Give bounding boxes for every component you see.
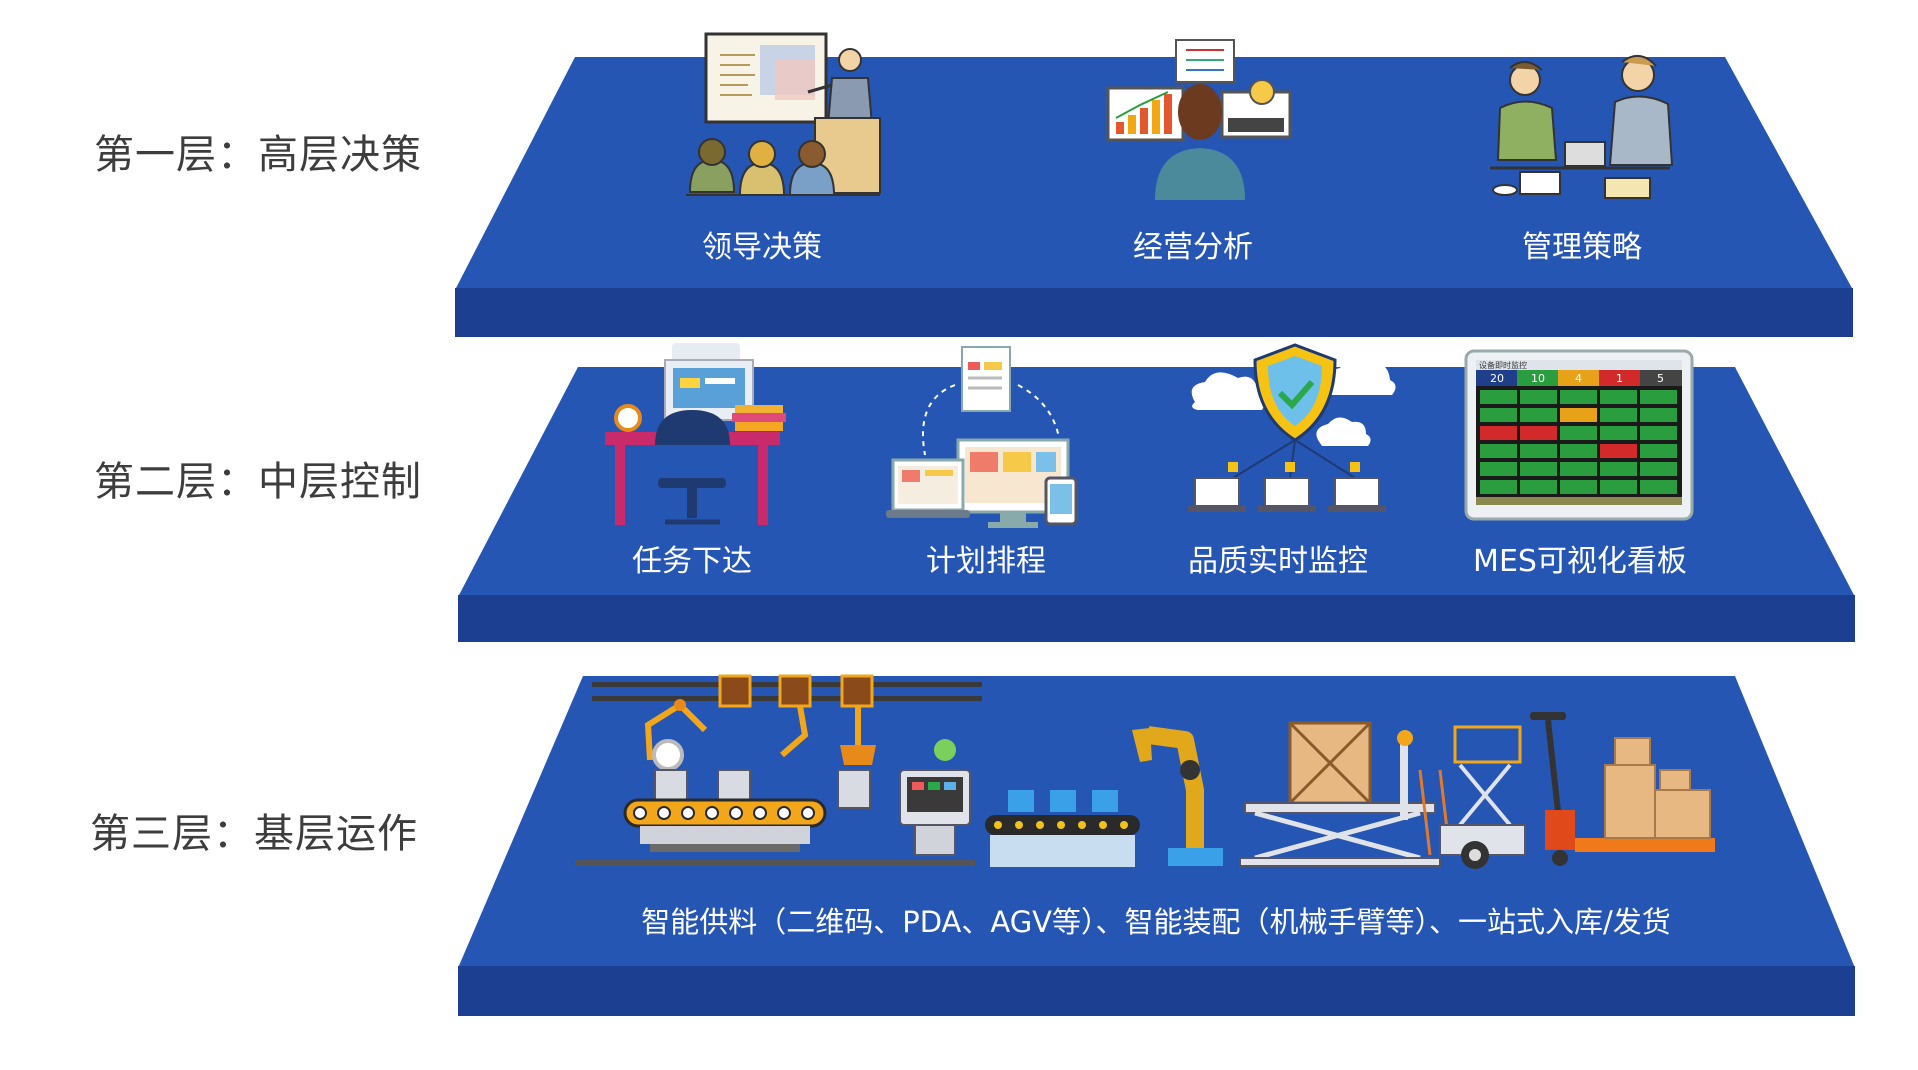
belt-dot xyxy=(1015,821,1023,829)
dashboard-cell xyxy=(1560,444,1597,458)
dashboard-cell xyxy=(1520,426,1557,440)
conveyor-roller xyxy=(801,806,815,820)
label-task-dispatch: 任务下达 xyxy=(632,544,752,579)
belt-dot xyxy=(994,821,1002,829)
conveyor-roller xyxy=(729,806,743,820)
conveyor-roller xyxy=(681,806,695,820)
conveyor-roller xyxy=(633,806,647,820)
dashboard-cell xyxy=(1600,480,1637,494)
dashboard-count-1: 20 xyxy=(1490,372,1504,385)
dashboard-cell xyxy=(1520,462,1557,476)
label-operations-caption: 智能供料（二维码、PDA、AGV等）、智能装配（机械手臂等）、一站式入库/发货 xyxy=(641,905,1671,939)
layer-2-title: 第二层：中层控制 xyxy=(94,459,422,505)
dashboard-cell xyxy=(1520,390,1557,404)
dashboard-cell xyxy=(1480,390,1517,404)
dashboard-cell xyxy=(1480,444,1517,458)
label-management-strategy: 管理策略 xyxy=(1522,230,1642,265)
factory-illustration xyxy=(575,674,1715,869)
dashboard-cell xyxy=(1480,408,1517,422)
dashboard-cell xyxy=(1640,462,1677,476)
layer-3-title: 第三层：基层运作 xyxy=(90,811,418,857)
label-planning: 计划排程 xyxy=(926,544,1046,579)
strategy-illustration xyxy=(1490,55,1674,199)
conveyor-roller xyxy=(777,806,791,820)
dashboard-cell xyxy=(1480,462,1517,476)
dashboard-count-2: 10 xyxy=(1531,372,1545,385)
dashboard-count-3: 4 xyxy=(1575,372,1582,385)
layer-3-platform xyxy=(458,676,1855,1016)
dashboard-cell xyxy=(1640,426,1677,440)
dashboard-cell xyxy=(1640,480,1677,494)
belt-dot xyxy=(1078,821,1086,829)
belt-dot xyxy=(1057,821,1065,829)
dashboard-cell xyxy=(1480,426,1517,440)
conveyor-roller xyxy=(753,806,767,820)
analysis-illustration xyxy=(1106,39,1292,200)
conveyor-roller xyxy=(705,806,719,820)
dashboard-header: 设备即时监控 xyxy=(1479,360,1527,370)
dashboard-cell xyxy=(1560,462,1597,476)
planning-illustration xyxy=(886,346,1078,528)
dashboard-cell xyxy=(1520,480,1557,494)
dashboard-cell xyxy=(1640,390,1677,404)
belt-dot xyxy=(1036,821,1044,829)
dashboard-cell xyxy=(1600,390,1637,404)
dashboard-cell xyxy=(1600,444,1637,458)
dashboard-count-4: 1 xyxy=(1616,372,1623,385)
presentation-illustration xyxy=(686,32,881,196)
dashboard-cell xyxy=(1560,426,1597,440)
belt-dot xyxy=(1099,821,1107,829)
dashboard-cell xyxy=(1600,426,1637,440)
dashboard-cell xyxy=(1640,444,1677,458)
layer-1-title: 第一层：高层决策 xyxy=(94,132,422,178)
label-mes-dashboard: MES可视化看板 xyxy=(1473,544,1687,579)
dashboard-cell xyxy=(1520,408,1557,422)
dashboard-cell xyxy=(1600,408,1637,422)
dashboard-cell xyxy=(1480,480,1517,494)
dashboard-count-5: 5 xyxy=(1657,372,1664,385)
dashboard-cell xyxy=(1640,408,1677,422)
dashboard-cell xyxy=(1520,444,1557,458)
dashboard-cell xyxy=(1560,480,1597,494)
quality-illustration xyxy=(1188,343,1396,512)
task-illustration xyxy=(605,343,786,525)
label-business-analysis: 经营分析 xyxy=(1133,230,1253,265)
label-quality-monitoring: 品质实时监控 xyxy=(1188,544,1368,579)
label-leader-decision: 领导决策 xyxy=(702,230,822,265)
dashboard-cell xyxy=(1600,462,1637,476)
belt-dot xyxy=(1120,821,1128,829)
dashboard-cell xyxy=(1560,408,1597,422)
dashboard-cell xyxy=(1560,390,1597,404)
mes-dashboard-illustration: 设备即时监控 20 10 4 1 5 xyxy=(1464,349,1694,521)
conveyor-roller xyxy=(657,806,671,820)
